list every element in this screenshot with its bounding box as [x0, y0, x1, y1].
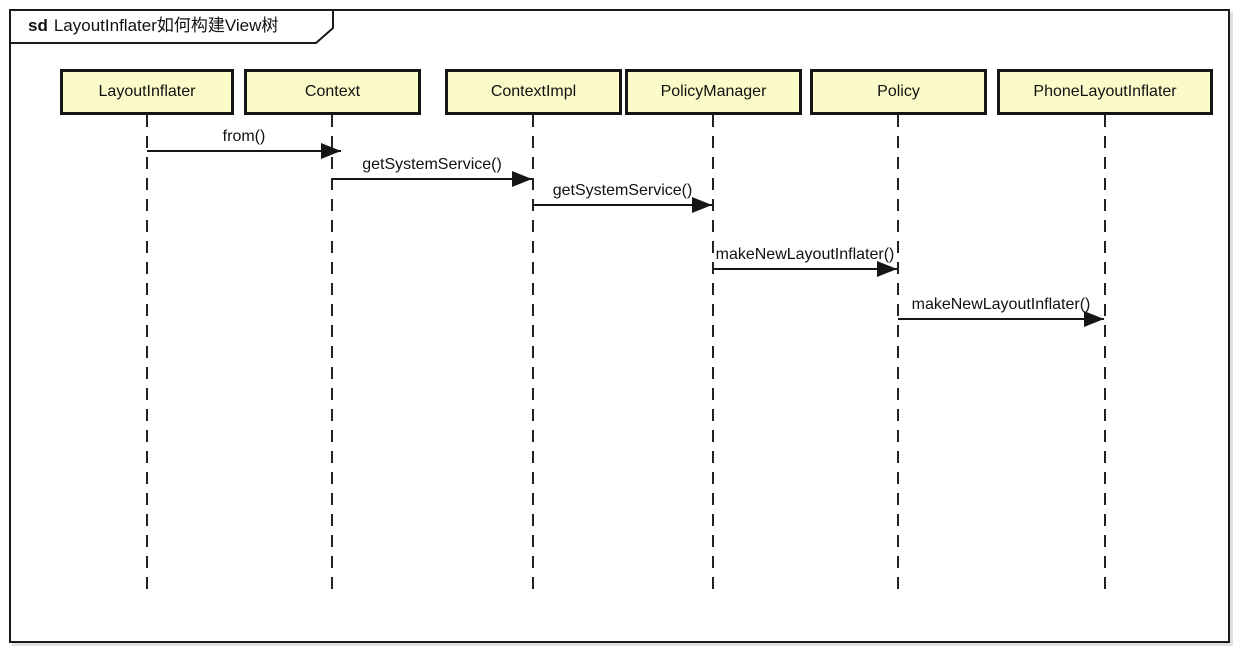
participant-policymanager: PolicyManager: [625, 69, 802, 115]
participant-label: PhoneLayoutInflater: [1033, 83, 1177, 100]
message-line: [898, 318, 1104, 320]
lifeline-layoutinflater: [146, 115, 148, 598]
message-label: from(): [222, 128, 266, 145]
frame-tab-shape-icon: [9, 9, 334, 44]
lifeline-phonelayoutinflater: [1104, 115, 1106, 598]
message-label: getSystemService(): [552, 182, 693, 199]
lifeline-context: [331, 115, 333, 598]
message-line: [147, 150, 341, 152]
participant-label: Policy: [877, 83, 920, 100]
frame-title-tab: sd LayoutInflater如何构建View树: [9, 9, 335, 44]
lifeline-contextimpl: [532, 115, 534, 598]
participant-layoutinflater: LayoutInflater: [60, 69, 234, 115]
frame-kind-label: sd: [28, 16, 48, 35]
participant-contextimpl: ContextImpl: [445, 69, 622, 115]
participant-label: PolicyManager: [660, 83, 767, 100]
participant-phonelayoutinflater: PhoneLayoutInflater: [997, 69, 1213, 115]
participant-label: Context: [304, 83, 361, 100]
message-label: makeNewLayoutInflater(): [911, 296, 1091, 313]
arrowhead-icon: [1084, 311, 1104, 327]
message-line: [713, 268, 897, 270]
participant-context: Context: [244, 69, 421, 115]
participant-policy: Policy: [810, 69, 987, 115]
message-line: [533, 204, 712, 206]
lifeline-policymanager: [712, 115, 714, 598]
message-line: [332, 178, 532, 180]
frame-title: sd LayoutInflater如何构建View树: [28, 9, 278, 42]
frame-title-text: LayoutInflater如何构建View树: [53, 16, 279, 35]
message-label: getSystemService(): [362, 156, 502, 173]
lifeline-policy: [897, 115, 899, 598]
participant-label: LayoutInflater: [98, 83, 196, 100]
arrowhead-icon: [692, 197, 712, 213]
participant-label: ContextImpl: [490, 83, 577, 100]
arrowhead-icon: [321, 143, 341, 159]
arrowhead-icon: [877, 261, 897, 277]
arrowhead-icon: [512, 171, 532, 187]
sequence-diagram-frame: sd LayoutInflater如何构建View树 LayoutInflater…: [9, 9, 1230, 643]
message-label: makeNewLayoutInflater(): [715, 246, 895, 263]
